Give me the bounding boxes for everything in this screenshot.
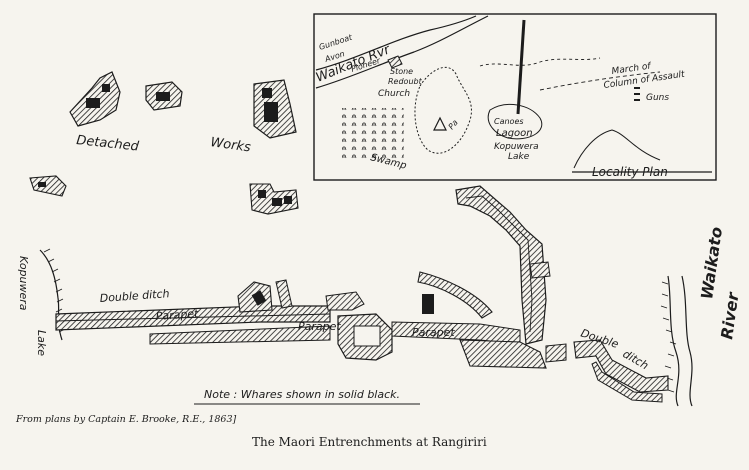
- inset-ridge: [479, 57, 601, 67]
- ditch-inner-line: [55, 313, 331, 322]
- inset-label-lagoon: Lagoon: [496, 128, 533, 139]
- inset-label-redoubt: Redoubt: [388, 77, 423, 86]
- inset-label-guns: Guns: [646, 93, 669, 103]
- inset-river-bank-upper: [315, 15, 477, 71]
- detached-works: [29, 71, 299, 215]
- detached-work-4: [29, 175, 67, 197]
- label-double-ditch-west: Double ditch: [99, 287, 170, 305]
- locality-plan-inset: Gunboat Avon Pioneer Waikato Rvr Stone R…: [313, 13, 717, 181]
- redoubt-east-spur: [529, 261, 551, 279]
- whare-block: [262, 88, 272, 98]
- whare-block: [156, 92, 170, 101]
- central-redan: [459, 339, 547, 369]
- whare-block: [251, 290, 267, 306]
- parapet-west: [149, 325, 331, 345]
- central-redoubt: [455, 185, 547, 345]
- map-note: Note : Whares shown in solid black.: [204, 388, 400, 401]
- inset-label-kopuwera: Kopuwera: [494, 142, 539, 152]
- keep-inner: [353, 325, 381, 347]
- label-works: Works: [209, 135, 251, 156]
- source-credit: From plans by Captain E. Brooke, R.E., 1…: [15, 414, 237, 425]
- label-lake: Lake: [35, 330, 48, 356]
- inset-march-route: [539, 71, 661, 91]
- whare-block: [422, 294, 434, 314]
- whare-block: [284, 196, 292, 204]
- map-title: The Maori Entrenchments at Rangiriri: [252, 435, 487, 449]
- redoubt-inner-wall: [465, 195, 533, 333]
- inset-kopuwera-lake: [573, 129, 661, 169]
- whare-block: [102, 84, 110, 92]
- whare-block: [86, 98, 100, 108]
- label-parapet-3: Parapet: [412, 326, 455, 339]
- whare-block: [258, 190, 266, 198]
- inset-label-church: Church: [378, 89, 410, 99]
- label-river: River: [717, 290, 743, 340]
- river-bank-hatch: [660, 281, 677, 393]
- entrenchment-line: [55, 185, 669, 403]
- inset-river-bank-lower: [315, 15, 489, 89]
- curved-ravelin: [417, 271, 493, 319]
- work-small-spur: [275, 279, 293, 309]
- whare-block: [264, 102, 278, 122]
- river-bank-east: [681, 275, 693, 407]
- label-detached: Detached: [76, 133, 141, 155]
- label-parapet-1: Parapet: [155, 307, 199, 323]
- inset-entrenchment-line: [516, 19, 526, 115]
- inset-guns-marker: [634, 87, 640, 101]
- river-bank-west: [667, 275, 680, 407]
- inset-label-canoes: Canoes: [494, 117, 524, 126]
- central-work-left: [325, 291, 365, 311]
- whare-block: [38, 182, 46, 187]
- inset-redoubt: [387, 55, 403, 69]
- label-parapet-2: Parapet: [298, 320, 341, 333]
- inset-hills: [414, 66, 472, 154]
- label-kopuwera-lake: Kopuwera: [17, 256, 30, 311]
- inset-label-stone: Stone: [390, 67, 413, 76]
- east-connector: [545, 343, 567, 363]
- eastern-ditch-outer: [591, 361, 663, 403]
- inset-swamp: [342, 108, 404, 160]
- inset-label-locality-plan: Locality Plan: [592, 165, 668, 179]
- whare-block: [272, 198, 282, 206]
- inset-pa-triangle: [433, 116, 447, 131]
- label-waikato: Waikato: [697, 226, 726, 301]
- inset-label-kopuwera-lake: Lake: [508, 152, 530, 162]
